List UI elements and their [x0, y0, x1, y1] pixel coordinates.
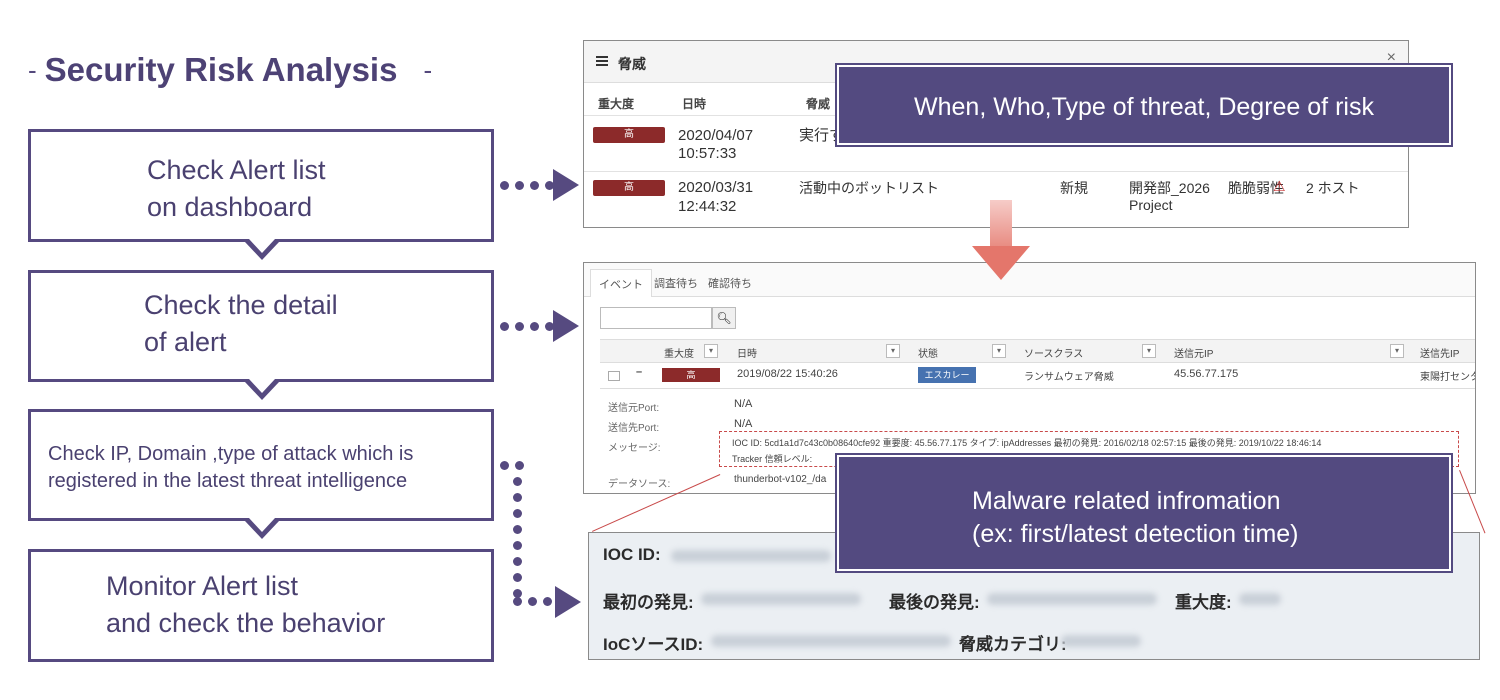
collapse-icon[interactable]: – — [636, 366, 643, 378]
step-1-pointer — [245, 239, 279, 260]
severity-badge: 高 — [593, 180, 665, 196]
title-dash-left: - — [28, 54, 37, 85]
message-line-2: Tracker 信頼レベル: — [732, 454, 813, 464]
detail-value: N/A — [734, 398, 753, 410]
detail-key: メッセージ: — [608, 443, 661, 454]
connector-1-arrowhead — [553, 169, 579, 201]
col-dst-ip: 送信先IP — [1420, 349, 1460, 360]
step-box-1: Check Alert list on dashboard — [28, 129, 494, 242]
step-2-pointer — [245, 379, 279, 400]
row-2-time: 12:44:32 — [678, 198, 737, 215]
row-2-project: Project — [1129, 197, 1173, 213]
callout-malware-info-text: Malware related infromation (ex: first/l… — [972, 487, 1299, 548]
warning-icon: ⚠ — [1273, 178, 1286, 194]
row-1-time: 10:57:33 — [678, 145, 737, 162]
header-datetime: 日時 — [682, 97, 707, 111]
row-1-date: 2020/04/07 — [678, 127, 754, 144]
sort-icon[interactable]: ▾ — [886, 344, 900, 358]
first-seen-label: 最初の発見: — [603, 593, 694, 612]
menu-icon — [596, 56, 608, 66]
close-icon[interactable]: × — [1386, 49, 1396, 66]
table-row[interactable]: – 高 2019/08/22 15:40:26 エスカレー ランサムウェア脅威 … — [600, 363, 1476, 389]
page-title: - Security Risk Analysis - — [28, 48, 432, 92]
last-seen-label: 最後の発見: — [889, 593, 980, 612]
row-2-hosts: 2 ホスト — [1306, 180, 1360, 196]
blurred-value — [671, 550, 831, 562]
detail-key: 送信元Port: — [608, 403, 660, 414]
search-icon[interactable]: 🔍︎ — [712, 307, 736, 329]
col-severity: 重大度 — [664, 349, 694, 360]
detail-grid-header: 重大度 ▾ 日時 ▾ 状態 ▾ ソースクラス ▾ 送信元IP ▾ 送信先IP — [600, 339, 1475, 363]
alert-list-title: 脅威 — [618, 56, 646, 72]
connector-3-dots-top — [500, 461, 524, 470]
step-3-label: Check IP, Domain ,type of attack which i… — [48, 443, 414, 492]
ioc-id-label: IOC ID: — [603, 545, 661, 564]
step-4-label: Monitor Alert list and check the behavio… — [106, 571, 386, 638]
col-status: 状態 — [918, 349, 938, 360]
blurred-value — [987, 593, 1157, 605]
callout-malware-info: Malware related infromation (ex: first/l… — [835, 453, 1453, 573]
col-src-ip: 送信元IP — [1174, 349, 1214, 360]
connector-2-arrowhead — [553, 310, 579, 342]
status-badge[interactable]: エスカレー — [918, 367, 976, 383]
row-src-ip: 45.56.77.175 — [1174, 368, 1239, 380]
sort-icon[interactable]: ▾ — [992, 344, 1006, 358]
row-checkbox[interactable] — [608, 371, 620, 381]
connector-3-dots-bottom — [513, 597, 552, 606]
severity-label: 重大度: — [1175, 593, 1232, 612]
threat-category-label: 脅威カテゴリ: — [959, 635, 1067, 654]
down-arrow-icon — [972, 200, 1030, 282]
callout-alert-info-text: When, Who,Type of threat, Degree of risk — [914, 93, 1374, 121]
row-2-threat: 活動中のボットリスト — [799, 180, 939, 196]
tab-awaiting-investigation[interactable]: 調査待ち — [654, 278, 698, 290]
step-2-label: Check the detail of alert — [144, 290, 338, 357]
row-divider — [584, 171, 1408, 172]
sort-icon[interactable]: ▾ — [1390, 344, 1404, 358]
connector-1-dots — [500, 181, 554, 190]
row-2-status: 新規 — [1060, 180, 1088, 196]
row-source-class: ランサムウェア脅威 — [1024, 372, 1114, 383]
message-line-1: IOC ID: 5cd1a1d7c43c0b08640cfe92 重要度: 45… — [732, 438, 1322, 448]
title-text: Security Risk Analysis — [44, 51, 398, 88]
col-source-class: ソースクラス — [1024, 349, 1084, 360]
callout-alert-info: When, Who,Type of threat, Degree of risk — [835, 63, 1453, 147]
connector-3-dots-vertical — [513, 477, 522, 598]
connector-3-arrowhead — [555, 586, 581, 618]
detail-value: N/A — [734, 418, 753, 430]
connector-2-dots — [500, 322, 554, 331]
step-box-2: Check the detail of alert — [28, 270, 494, 382]
row-dst-ip: 東陽打センタ — [1420, 372, 1476, 383]
sort-icon[interactable]: ▾ — [704, 344, 718, 358]
tab-awaiting-confirmation[interactable]: 確認待ち — [708, 278, 752, 290]
severity-badge: 高 — [662, 368, 720, 382]
row-2-vuln: 脆脆弱性 — [1228, 180, 1284, 196]
step-3-pointer — [245, 518, 279, 539]
sort-icon[interactable]: ▾ — [1142, 344, 1156, 358]
detail-key: データソース: — [608, 479, 671, 490]
step-1-label: Check Alert list on dashboard — [147, 155, 326, 222]
header-threat: 脅威 — [806, 97, 831, 111]
step-box-3: Check IP, Domain ,type of attack which i… — [28, 409, 494, 521]
detail-key: 送信先Port: — [608, 423, 660, 434]
step-box-4: Monitor Alert list and check the behavio… — [28, 549, 494, 662]
search-input[interactable] — [600, 307, 712, 329]
col-datetime: 日時 — [737, 349, 757, 360]
detail-value: thunderbot-v102_/da — [734, 474, 827, 485]
row-2-date: 2020/03/31 — [678, 179, 754, 196]
row-2-dept: 開発部_2026 — [1129, 180, 1210, 196]
blurred-value — [701, 593, 861, 605]
blurred-value — [711, 635, 951, 647]
tab-event[interactable]: イベント — [590, 269, 652, 297]
ioc-source-id-label: IoCソースID: — [603, 635, 704, 654]
blurred-value — [1061, 635, 1141, 647]
blurred-value — [1239, 593, 1281, 605]
severity-badge: 高 — [593, 127, 665, 143]
row-1-threat: 実行す — [799, 127, 845, 144]
row-datetime: 2019/08/22 15:40:26 — [737, 368, 838, 380]
header-severity: 重大度 — [598, 97, 635, 111]
title-dash-right: - — [423, 54, 433, 85]
